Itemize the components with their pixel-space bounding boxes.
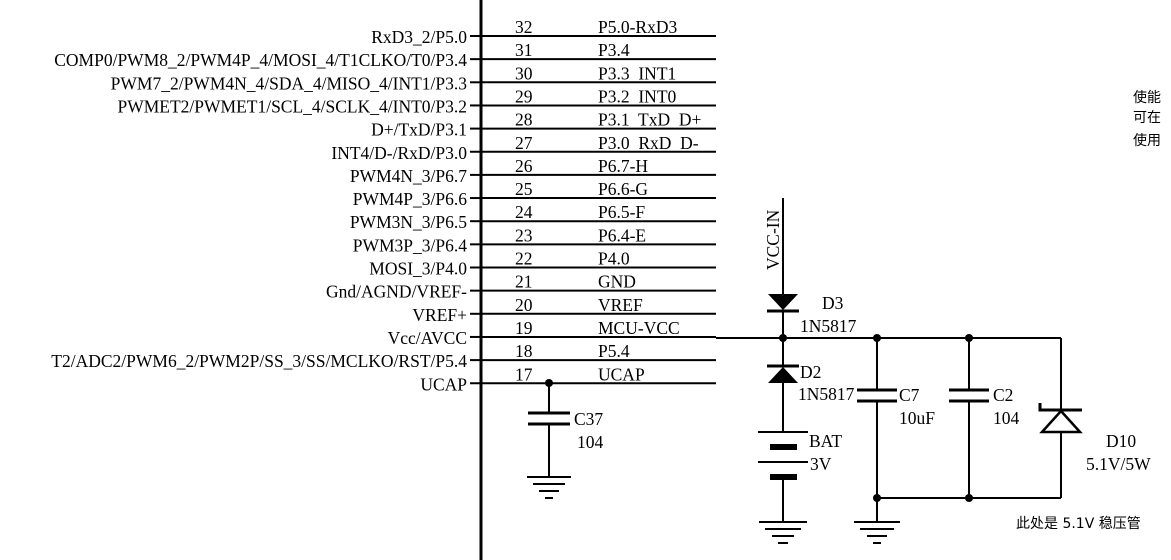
pin-number: 32 xyxy=(515,17,533,37)
pin-name: UCAP xyxy=(598,364,645,384)
pin-name: P3.1 TxD D+ xyxy=(598,110,702,130)
d10-value: 5.1V/5W xyxy=(1086,454,1151,474)
d3-part: 1N5817 xyxy=(800,316,857,336)
pin-function-label: Vcc/AVCC xyxy=(388,328,467,348)
pin-function-label: RxD3_2/P5.0 xyxy=(371,27,467,47)
pin-row: PWM7_2/PWM4N_4/SDA_4/MISO_4/INT1/P3.3 30 P… xyxy=(111,63,716,93)
pin-function-label: COMP0/PWM8_2/PWM4P_4/MOSI_4/T1CLKO/T0/P3… xyxy=(54,50,467,70)
pin-name: P4.0 xyxy=(598,249,630,269)
pin-function-label: MOSI_3/P4.0 xyxy=(369,259,467,279)
pin-row: COMP0/PWM8_2/PWM4P_4/MOSI_4/T1CLKO/T0/P3… xyxy=(54,40,716,70)
d10-ref: D10 xyxy=(1106,431,1136,451)
pin-row: INT4/D-/RxD/P3.0 27 P3.0 RxD D- xyxy=(331,133,716,163)
pin-function-label: Gnd/AGND/VREF- xyxy=(326,282,467,302)
ground-symbol-c7 xyxy=(854,521,900,544)
pin-row: Gnd/AGND/VREF- 21 GND xyxy=(326,272,716,302)
pin-name: P5.4 xyxy=(598,341,630,361)
pin-row: MOSI_3/P4.0 22 P4.0 xyxy=(369,249,716,279)
pin-name: GND xyxy=(598,272,636,292)
vcc-in-label: VCC-IN xyxy=(763,209,783,270)
c37-ref: C37 xyxy=(574,409,603,429)
pin-name: P5.0-RxD3 xyxy=(598,17,677,37)
pin-name: P6.6-G xyxy=(598,179,648,199)
pin-number: 31 xyxy=(515,40,533,60)
pin-name: P3.4 xyxy=(598,40,630,60)
pin-name: P6.7-H xyxy=(598,156,648,176)
pin-row: PWMET2/PWMET1/SCL_4/SCLK_4/INT0/P3.2 29 P3… xyxy=(117,86,716,116)
junction-dot xyxy=(873,494,881,502)
junction-dot xyxy=(965,494,973,502)
pin-number: 18 xyxy=(515,341,533,361)
side-note-line-1: 使能 xyxy=(1133,89,1161,106)
pin-name: P3.0 RxD D- xyxy=(598,133,699,153)
pin-number: 28 xyxy=(515,110,533,130)
d2-part: 1N5817 xyxy=(798,384,855,404)
battery-bat: BAT 3V xyxy=(758,431,842,522)
pin-function-label: VREF+ xyxy=(412,305,467,325)
c7-ref: C7 xyxy=(899,385,920,405)
diode-d2: D2 1N5817 xyxy=(767,338,855,432)
pin-name: MCU-VCC xyxy=(598,318,680,338)
c7-value: 10uF xyxy=(899,408,935,428)
c2-ref: C2 xyxy=(993,385,1013,405)
pin-list: RxD3_2/P5.0 32 P5.0-RxD3COMP0/PWM8_2/PWM4P… xyxy=(51,17,716,394)
pin-number: 25 xyxy=(515,179,533,199)
pin-function-label: PWM4P_3/P6.6 xyxy=(353,189,468,209)
pin-row: PWM4P_3/P6.6 25 P6.6-G xyxy=(353,179,716,209)
pin-row: T2/ADC2/PWM6_2/PWM2P/SS_3/SS/MCLKO/RST/P… xyxy=(51,341,716,371)
pin-function-label: D+/TxD/P3.1 xyxy=(371,120,467,140)
pin-row: D+/TxD/P3.1 28 P3.1 TxD D+ xyxy=(371,110,716,140)
d2-ref: D2 xyxy=(800,362,821,382)
pin-function-label: PWM7_2/PWM4N_4/SDA_4/MISO_4/INT1/P3.3 xyxy=(111,73,468,93)
pin-row: Vcc/AVCC 19 MCU-VCC xyxy=(388,318,716,348)
pin-function-label: INT4/D-/RxD/P3.0 xyxy=(331,143,467,163)
side-note-line-2: 可在 xyxy=(1133,110,1161,126)
zener-note: 此处是 5.1V 稳压管 xyxy=(1016,516,1141,532)
bat-ref: BAT xyxy=(809,431,842,451)
pin-name: P6.5-F xyxy=(598,202,645,222)
pin-number: 23 xyxy=(515,225,533,245)
pin-number: 27 xyxy=(515,133,533,153)
pin-row: PWM3P_3/P6.4 23 P6.4-E xyxy=(353,225,716,255)
bat-value: 3V xyxy=(810,454,832,474)
pin-function-label: PWM3N_3/P6.5 xyxy=(350,212,467,232)
c37-value: 104 xyxy=(577,432,604,452)
pin-number: 19 xyxy=(515,318,533,338)
pin-number: 24 xyxy=(515,202,533,222)
pin-number: 20 xyxy=(515,295,533,315)
capacitor-c37: C37 104 xyxy=(527,379,604,499)
pin-number: 29 xyxy=(515,86,533,106)
pin-number: 21 xyxy=(515,272,533,292)
pin-function-label: PWM3P_3/P6.4 xyxy=(353,235,468,255)
diode-d3: D3 1N5817 xyxy=(767,293,857,338)
pin-row: RxD3_2/P5.0 32 P5.0-RxD3 xyxy=(371,17,716,47)
capacitor-c2: C2 104 xyxy=(949,338,1020,498)
pin-name: P6.4-E xyxy=(598,225,646,245)
ground-symbol-bat xyxy=(759,521,807,544)
zener-d10: D10 5.1V/5W xyxy=(1038,338,1151,498)
pin-number: 17 xyxy=(515,364,533,384)
capacitor-c7: C7 10uF xyxy=(857,338,935,522)
ground-symbol-c37 xyxy=(527,476,571,499)
pin-function-label: T2/ADC2/PWM6_2/PWM2P/SS_3/SS/MCLKO/RST/P… xyxy=(51,351,467,371)
side-note-line-3: 使用 xyxy=(1133,132,1161,149)
pin-row: PWM3N_3/P6.5 24 P6.5-F xyxy=(350,202,716,232)
c2-value: 104 xyxy=(993,408,1020,428)
pin-function-label: PWMET2/PWMET1/SCL_4/SCLK_4/INT0/P3.2 xyxy=(117,96,467,116)
pin-row: PWM4N_3/P6.7 26 P6.7-H xyxy=(350,156,716,186)
pin-number: 26 xyxy=(515,156,533,176)
d3-ref: D3 xyxy=(822,293,844,313)
pin-name: P3.2 INT0 xyxy=(598,86,677,106)
pin-number: 22 xyxy=(515,249,533,269)
pin-name: VREF xyxy=(598,295,643,315)
pin-function-label: UCAP xyxy=(420,374,467,394)
pin-row: VREF+ 20 VREF xyxy=(412,295,716,325)
pin-number: 30 xyxy=(515,63,533,83)
pin-function-label: PWM4N_3/P6.7 xyxy=(350,166,467,186)
pin-name: P3.3 INT1 xyxy=(598,63,676,83)
